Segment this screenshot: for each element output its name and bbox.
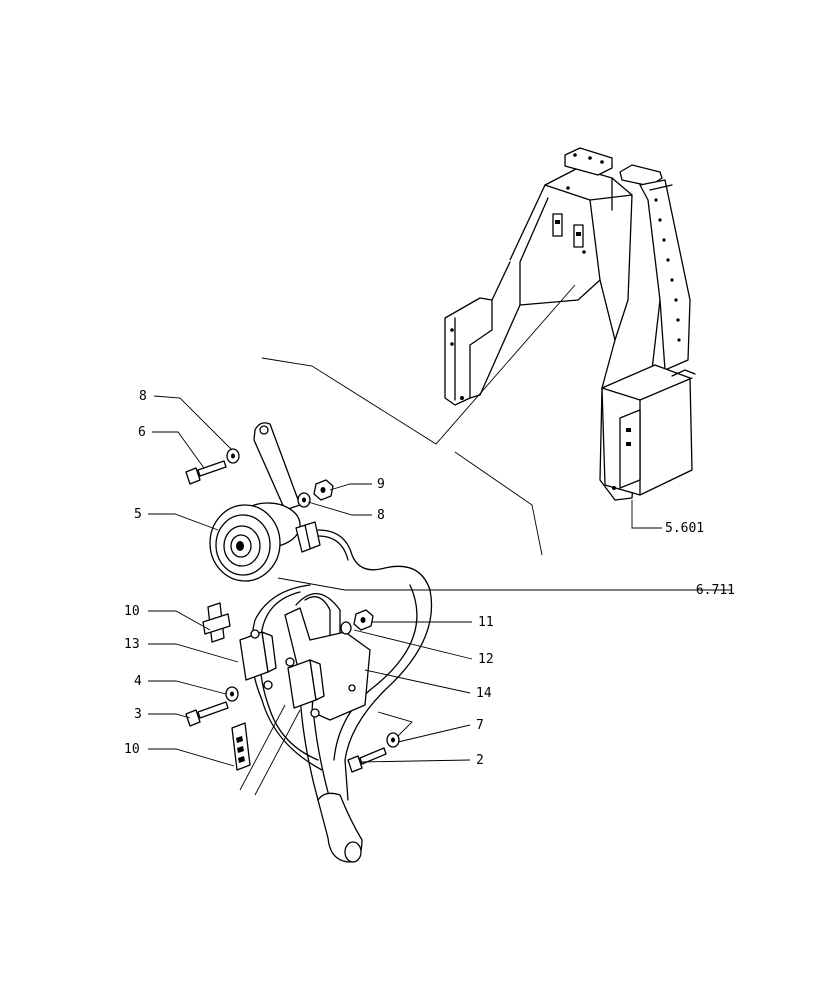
callout-6: 6 bbox=[138, 425, 146, 440]
callout-10-lower: 10 bbox=[124, 742, 140, 757]
callout-3: 3 bbox=[134, 707, 142, 722]
horn-assembly bbox=[209, 422, 431, 591]
callout-leaders bbox=[148, 395, 732, 767]
callout-5-601: 5.601 bbox=[665, 521, 704, 536]
callout-2: 2 bbox=[476, 753, 484, 768]
mounting-bracket-assembly bbox=[444, 147, 696, 501]
callout-labels: 5.601 8 6 9 8 5 6.711 11 10 12 13 14 4 7… bbox=[124, 389, 735, 768]
callout-11: 11 bbox=[478, 615, 494, 630]
callout-8-lower: 8 bbox=[377, 508, 385, 523]
callout-6-711: 6.711 bbox=[696, 583, 735, 598]
callout-13: 13 bbox=[124, 637, 140, 652]
callout-5: 5 bbox=[134, 507, 142, 522]
reference-leaders bbox=[261, 284, 576, 556]
callout-14: 14 bbox=[476, 686, 492, 701]
callout-10-upper: 10 bbox=[124, 604, 140, 619]
callout-4: 4 bbox=[134, 674, 142, 689]
fasteners bbox=[185, 448, 413, 773]
callout-9: 9 bbox=[377, 477, 385, 492]
callout-8-upper: 8 bbox=[139, 389, 147, 404]
relay-bracket-assembly bbox=[239, 607, 371, 796]
callout-7: 7 bbox=[476, 718, 484, 733]
callout-12: 12 bbox=[478, 652, 494, 667]
